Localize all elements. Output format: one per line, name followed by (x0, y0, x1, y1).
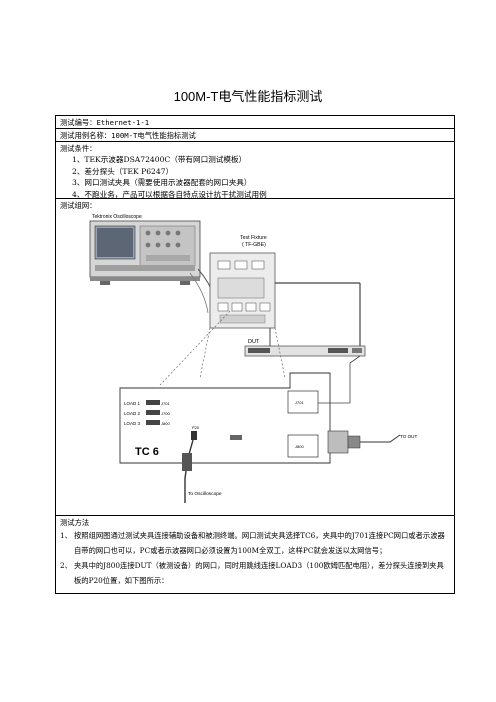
test-fixture-illustration: Test Fixture ( TF-GBE) (209, 235, 276, 329)
condition-item: 1、TEK示波器DSA72400C（带有网口测试模板） (72, 155, 247, 164)
method-heading: 测试方法 (60, 518, 90, 527)
method-step: 1、 按照组网图通过测试夹具连接辅助设备和被测终端。网口测试夹具选择TC6，夹具… (60, 528, 450, 558)
p20-label: P20 (192, 425, 200, 430)
scope-label: Tektronix Oscilloscope (92, 214, 142, 220)
dut-label: DUT (248, 339, 260, 345)
j701-small-label: J701 (161, 401, 170, 406)
test-method-row: 测试方法 1、 按照组网图通过测试夹具连接辅助设备和被测终端。网口测试夹具选择T… (56, 516, 454, 593)
fixture-label-1: Test Fixture (240, 235, 267, 241)
method-step-number: 2、 (60, 561, 72, 570)
differential-probe-illustration: To Oscilloscope (182, 439, 222, 503)
oscilloscope-illustration: Tektronix Oscilloscope (89, 214, 201, 285)
condition-item: 2、差分探头（TEK P6247） (72, 166, 174, 176)
to-out-label: TO OUT (400, 434, 417, 439)
test-network-row: 测试组网： Tektronix Oscilloscope (56, 199, 454, 516)
test-id-row: 测试编号：Ethernet-1-1 (56, 116, 454, 129)
load2-label: LOAD 2 (124, 411, 141, 416)
j800-jack-label: J800 (295, 444, 304, 449)
dut-illustration: DUT (244, 339, 366, 357)
network-heading: 测试组网： (60, 201, 97, 210)
load1-label: LOAD 1 (124, 401, 141, 406)
tc6-board-illustration: LOAD 1 J701 LOAD 2 J700 LOAD 3 J800 P20 … (119, 372, 331, 464)
j700-small-label: J700 (161, 411, 170, 416)
condition-item: 4、不跑业务，产品可以根据各自特点设计抗干扰测试用例 (72, 189, 267, 199)
network-diagram: Tektronix Oscilloscope (89, 214, 417, 503)
method-step: 2、 夹具中的J800连接DUT（被测设备）的网口，同时用跳线连接LOAD3（1… (60, 558, 450, 588)
conditions-heading: 测试条件： (60, 144, 97, 153)
fixture-label-2: ( TF-GBE) (242, 242, 266, 248)
condition-item: 3、网口测试夹具（需要使用示波器配套的网口夹具） (72, 178, 252, 187)
tc6-label: TC 6 (135, 446, 159, 458)
document-title: 100M-T电气性能指标测试 (173, 89, 323, 104)
load3-label: LOAD 3 (124, 421, 141, 426)
method-step-text: 按照组网图通过测试夹具连接辅助设备和被测终端。网口测试夹具选择TC6，夹具中的J… (74, 531, 445, 555)
test-spec-table: 测试编号：Ethernet-1-1 测试用例名称：100M-T电气性能指标测试 … (55, 115, 455, 594)
method-step-text: 夹具中的J800连接DUT（被测设备）的网口，同时用跳线连接LOAD3（100欧… (74, 561, 444, 585)
test-case-name-row: 测试用例名称：100M-T电气性能指标测试 (56, 129, 454, 142)
test-conditions-row: 测试条件： 1、TEK示波器DSA72400C（带有网口测试模板） 2、差分探头… (56, 142, 454, 199)
method-step-number: 1、 (60, 531, 72, 540)
j701-jack-label: J701 (295, 400, 304, 405)
to-scope-label: To Oscilloscope (188, 491, 222, 497)
j800-small-label: J800 (161, 421, 170, 426)
